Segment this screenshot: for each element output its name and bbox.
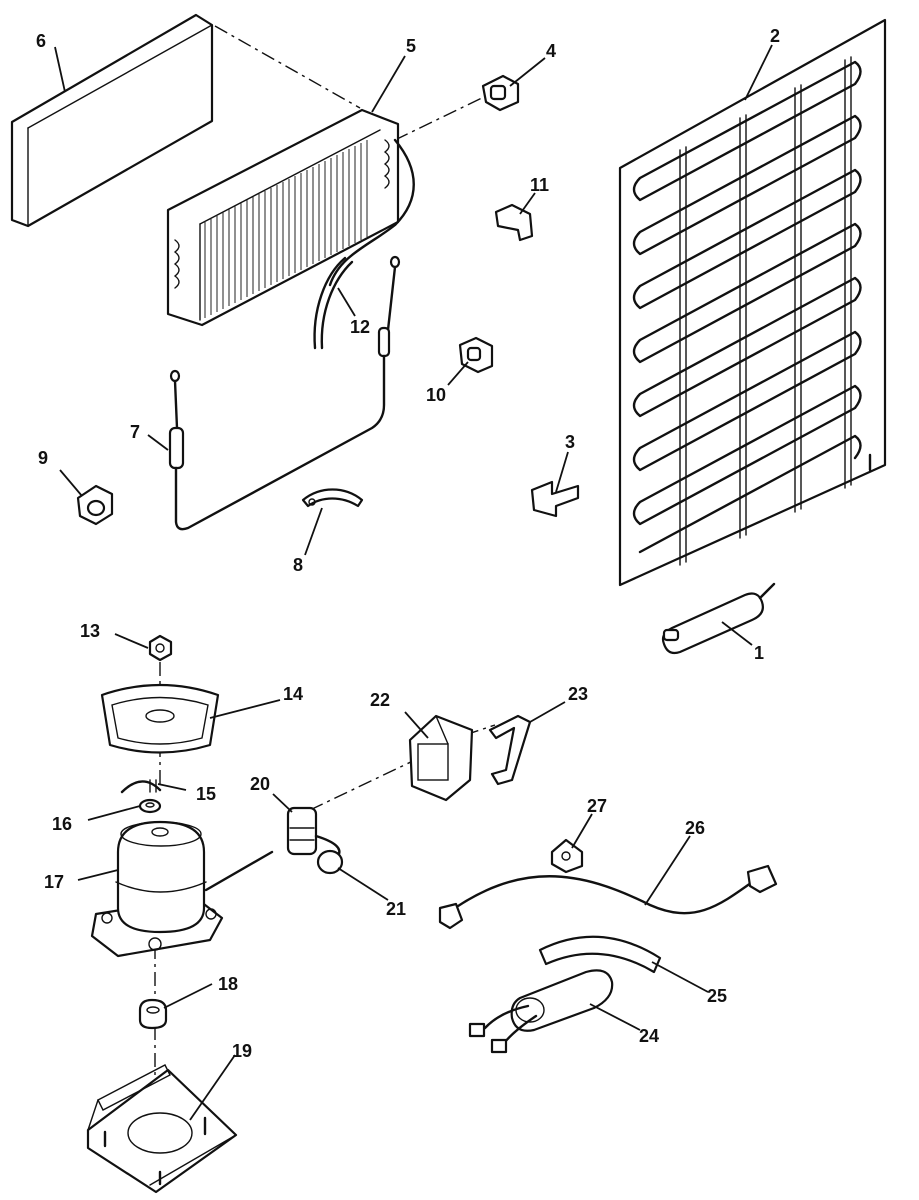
callout-15: 15 (196, 784, 216, 804)
callout-22: 22 (370, 690, 390, 710)
condenser-fins (204, 140, 368, 318)
callout-5: 5 (406, 36, 416, 56)
part-26-cord (438, 864, 778, 930)
callout-10: 10 (426, 385, 446, 405)
part-1-drier (661, 582, 776, 655)
part-17-compressor (90, 820, 274, 958)
part-12-tube (313, 255, 401, 358)
part-25-strap (538, 935, 662, 974)
part-11-clip (494, 203, 534, 242)
part-18-grommet (138, 998, 168, 1030)
part-21-cover (314, 834, 344, 875)
part-8-bracket (301, 488, 364, 508)
callout-27: 27 (587, 796, 607, 816)
callout-2: 2 (770, 26, 780, 46)
callout-25: 25 (707, 986, 727, 1006)
part-9-grommet (76, 484, 114, 526)
callout-9: 9 (38, 448, 48, 468)
callout-23: 23 (568, 684, 588, 704)
part-5-condenser (166, 108, 415, 327)
callout-1: 1 (754, 643, 764, 663)
part-13-nut (148, 634, 173, 662)
callout-14: 14 (283, 684, 303, 704)
callout-19: 19 (232, 1041, 252, 1061)
callout-labels: 1 2 3 4 5 6 7 8 9 10 11 12 13 14 15 16 1… (36, 26, 780, 1061)
part-3-bracket (530, 480, 580, 518)
callout-4: 4 (546, 41, 556, 61)
callout-16: 16 (52, 814, 72, 834)
callout-12: 12 (350, 317, 370, 337)
part-23-clip (488, 714, 532, 786)
part-2-coil (618, 18, 887, 587)
callout-8: 8 (293, 555, 303, 575)
part-10-clip (458, 336, 494, 374)
callout-3: 3 (565, 432, 575, 452)
callout-7: 7 (130, 422, 140, 442)
part-27-clamp (550, 838, 584, 874)
part-19-base (86, 1064, 238, 1194)
callout-18: 18 (218, 974, 238, 994)
part-22-relay (408, 714, 474, 802)
leader-lines (54, 44, 773, 1121)
part-20-overload (286, 806, 318, 856)
callout-13: 13 (80, 621, 100, 641)
callout-11: 11 (530, 175, 549, 195)
part-4-clip (481, 74, 520, 112)
callout-6: 6 (36, 31, 46, 51)
callout-17: 17 (44, 872, 64, 892)
part-14-pan (100, 683, 220, 754)
part-7-wire (168, 354, 386, 531)
part-24-capacitor (468, 969, 614, 1054)
callout-26: 26 (685, 818, 705, 838)
callout-24: 24 (639, 1026, 659, 1046)
callout-21: 21 (386, 899, 406, 919)
part-15-clip (120, 779, 162, 794)
part-16-grommet (138, 798, 162, 814)
callout-20: 20 (250, 774, 270, 794)
coil-stripes (679, 56, 852, 566)
part-6-panel (10, 13, 214, 228)
